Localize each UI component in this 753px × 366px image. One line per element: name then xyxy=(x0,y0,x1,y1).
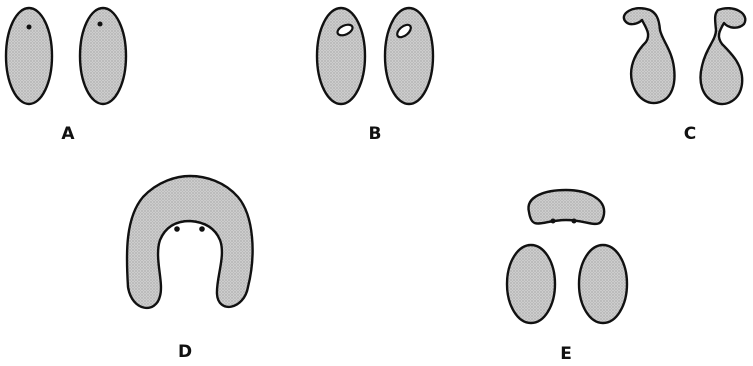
panel-e-left-oval xyxy=(507,245,555,323)
panel-d-horseshoe xyxy=(127,176,253,308)
panel-b-right-oval xyxy=(385,8,433,104)
panel-c-right-shape xyxy=(701,8,746,104)
panel-c-label: C xyxy=(684,124,696,144)
panel-e-label: E xyxy=(560,344,572,364)
panel-a-right-oval xyxy=(80,8,126,104)
panel-b: B xyxy=(317,8,433,144)
panel-e: E xyxy=(507,190,627,364)
panel-a-left-oval xyxy=(6,8,52,104)
panel-b-left-oval xyxy=(317,8,365,104)
panel-e-right-oval xyxy=(579,245,627,323)
panel-a: A xyxy=(6,8,126,144)
panel-d: D xyxy=(127,176,253,362)
panel-a-label: A xyxy=(61,124,75,144)
panel-d-left-dot xyxy=(174,226,180,232)
panel-a-right-dot xyxy=(98,22,103,27)
panel-e-left-dot xyxy=(551,219,556,224)
panel-d-label: D xyxy=(178,342,192,362)
panel-c: C xyxy=(624,8,745,144)
panel-e-right-dot xyxy=(572,219,577,224)
panel-e-crescent xyxy=(529,190,605,224)
panel-b-label: B xyxy=(369,124,382,144)
panel-c-left-shape xyxy=(624,8,675,103)
panel-a-left-dot xyxy=(27,25,32,30)
panel-d-right-dot xyxy=(199,226,205,232)
